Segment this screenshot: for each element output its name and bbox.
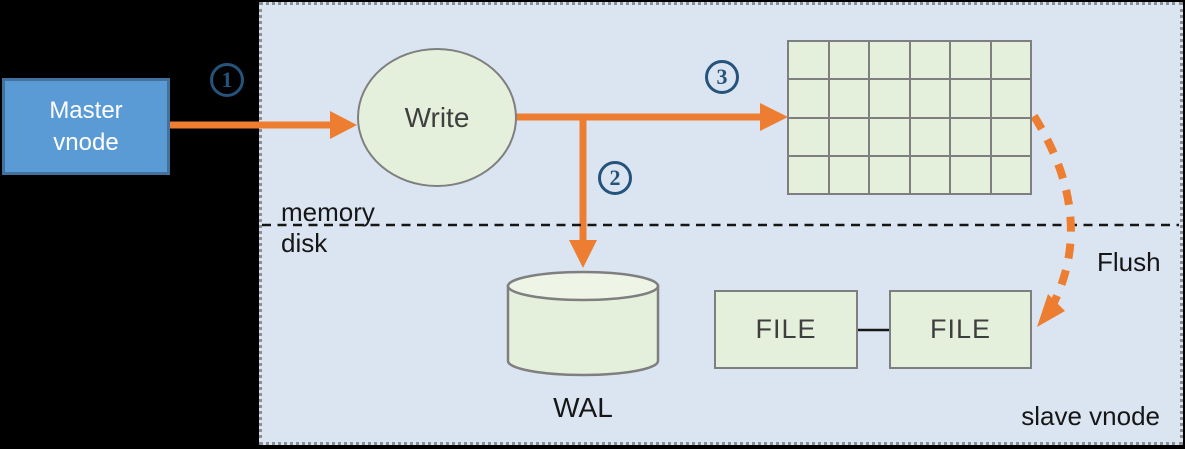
- step-badge-1: 1: [210, 63, 244, 97]
- step-badge-3-number: 3: [716, 64, 728, 89]
- memtable-cell: [870, 156, 909, 193]
- memtable-cell: [789, 156, 828, 193]
- step-badge-1-number: 1: [221, 67, 233, 92]
- master-vnode-node: Master vnode: [2, 78, 170, 175]
- step-badge-2-number: 2: [609, 165, 621, 190]
- disk-label: disk: [281, 228, 328, 258]
- slave-vnode-label: slave vnode: [1021, 401, 1160, 431]
- memtable-cell: [870, 42, 909, 79]
- memtable-cell: [910, 42, 949, 79]
- memtable-grid: [787, 40, 1032, 195]
- step-badge-2: 2: [598, 161, 632, 195]
- memtable-cell: [951, 80, 990, 117]
- memory-label: memory: [281, 197, 375, 227]
- memtable-cell: [870, 80, 909, 117]
- file-box-right-label: FILE: [929, 314, 992, 344]
- memtable-cell: [991, 80, 1030, 117]
- file-box-left-label: FILE: [755, 314, 817, 344]
- memtable-cell: [991, 118, 1030, 155]
- memtable-cell: [910, 156, 949, 193]
- memtable-cell: [991, 156, 1030, 193]
- file-box-left: FILE: [714, 290, 858, 369]
- memtable-cell: [951, 156, 990, 193]
- memtable-cell: [951, 118, 990, 155]
- memtable-cell: [991, 42, 1030, 79]
- memtable-cell: [789, 118, 828, 155]
- memtable-cell: [829, 118, 868, 155]
- file-box-right: FILE: [889, 290, 1032, 369]
- memtable-cell: [829, 156, 868, 193]
- flush-label: Flush: [1097, 247, 1161, 277]
- memtable-cell: [951, 42, 990, 79]
- write-node: Write: [357, 48, 517, 187]
- wal-label: WAL: [553, 392, 613, 423]
- memtable-cell: [910, 118, 949, 155]
- memtable-cell: [870, 118, 909, 155]
- memtable-cell: [829, 80, 868, 117]
- memtable-cell: [789, 42, 828, 79]
- step-badge-3: 3: [705, 60, 739, 94]
- memtable-cell: [829, 42, 868, 79]
- memtable-cell: [910, 80, 949, 117]
- memtable-cell: [789, 80, 828, 117]
- write-node-label: Write: [404, 101, 470, 133]
- master-vnode-label: Master vnode: [49, 97, 123, 156]
